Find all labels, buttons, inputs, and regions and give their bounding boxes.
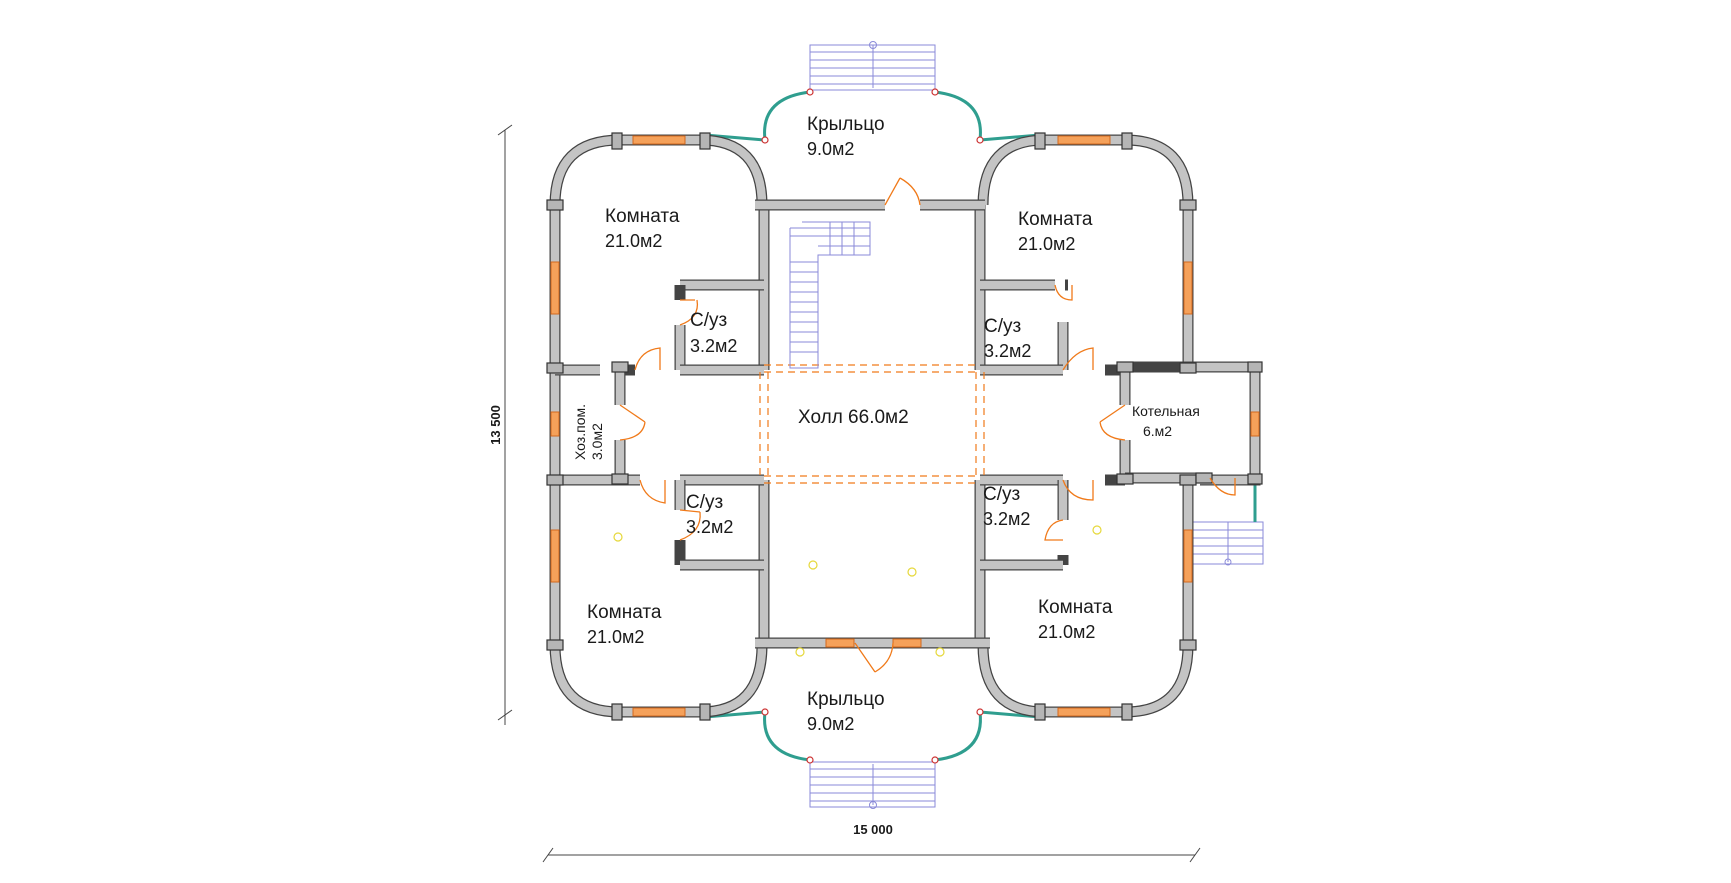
width-dimension: 15 000: [853, 822, 893, 837]
bath-tr-name: С/уз: [984, 316, 1021, 337]
porch-bottom-name: Крыльцо: [807, 689, 885, 710]
dimension-lines: [497, 124, 1201, 863]
wall-piers: [546, 132, 1263, 721]
windows: [550, 135, 1260, 717]
room-tr-area: 21.0м2: [1018, 234, 1075, 254]
room-br-name: Комната: [1038, 597, 1113, 618]
utility-area: 3.0м2: [589, 423, 605, 460]
room-tl-name: Комната: [605, 206, 680, 227]
bath-tl-area: 3.2м2: [690, 336, 737, 356]
top-porch-stairs: [809, 41, 936, 91]
bath-tl-name: С/уз: [690, 310, 727, 331]
room-tl-area: 21.0м2: [605, 231, 662, 251]
bath-br-name: С/уз: [983, 484, 1020, 505]
bottom-porch-stairs: [809, 761, 936, 809]
room-bl-area: 21.0м2: [587, 627, 644, 647]
utility-name: Хоз.пом.: [572, 404, 588, 460]
interior-staircase: [789, 221, 871, 369]
boiler-area: 6.м2: [1143, 423, 1172, 439]
light-fixtures: [613, 525, 1102, 657]
hall-name: Холл 66.0м2: [798, 407, 909, 428]
porch-top-name: Крыльцо: [807, 114, 885, 135]
porch-bottom-area: 9.0м2: [807, 714, 854, 734]
side-entrance-stairs: [1192, 521, 1264, 566]
room-br-area: 21.0м2: [1038, 622, 1095, 642]
room-tr-name: Комната: [1018, 209, 1093, 230]
hall-beams: [759, 364, 985, 484]
porch-top-area: 9.0м2: [807, 139, 854, 159]
bath-bl-area: 3.2м2: [686, 517, 733, 537]
bath-br-area: 3.2м2: [983, 509, 1030, 529]
doors: [619, 177, 1236, 673]
room-bl-name: Комната: [587, 602, 662, 623]
bath-bl-name: С/уз: [686, 492, 723, 513]
height-dimension: 13 500: [488, 405, 503, 445]
bath-tr-area: 3.2м2: [984, 341, 1031, 361]
interior-walls: [555, 199, 1210, 649]
boiler-name: Котельная: [1132, 403, 1200, 419]
